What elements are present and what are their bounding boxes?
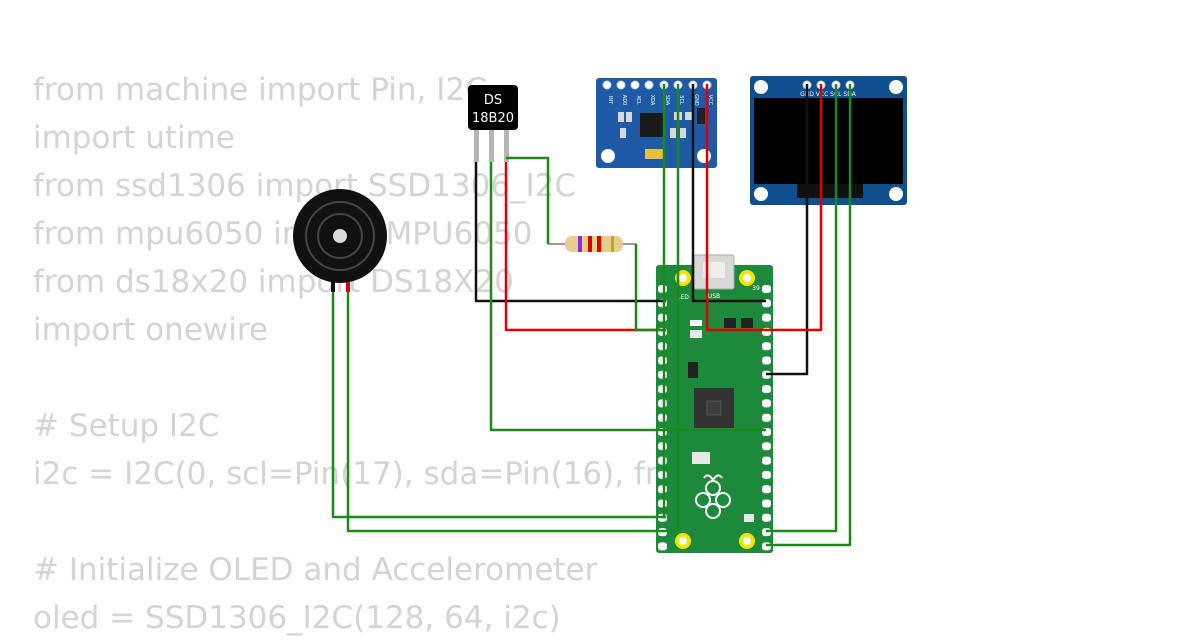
pico-pin-right[interactable] xyxy=(762,313,771,322)
pico-pin-left[interactable] xyxy=(658,499,667,508)
pico-pin-right[interactable] xyxy=(762,356,771,365)
wire-mpu-vcc xyxy=(705,84,766,332)
pico-pin-right[interactable] xyxy=(762,399,771,408)
wire-mpu-scl xyxy=(666,84,680,533)
code-background: from machine import Pin, I2C import utime… xyxy=(33,66,722,642)
mpu-pin-label: GND xyxy=(693,94,699,106)
pico-pin-right[interactable] xyxy=(762,485,771,494)
oled-display[interactable]: GND VCC SCL SDA xyxy=(750,76,907,205)
wire-resistor-to-pico xyxy=(634,244,666,332)
ds18b20-label-1: DS xyxy=(484,93,502,108)
pico-pin-right[interactable] xyxy=(762,513,771,522)
code-line: import utime xyxy=(33,120,235,156)
wires xyxy=(331,84,852,547)
buzzer[interactable] xyxy=(293,189,387,292)
mpu6050-module[interactable]: INT AD0 XCL XDA SDA SCL GND VCC xyxy=(596,78,717,168)
pico-pin-right[interactable] xyxy=(762,285,771,293)
pico-pin-right[interactable] xyxy=(762,413,771,422)
pico-pin-left[interactable] xyxy=(658,542,667,551)
wire-buzzer-1 xyxy=(331,290,666,519)
usb-label: USB xyxy=(708,293,720,300)
pico-pin-left[interactable] xyxy=(658,413,667,422)
wire-ds18b20-to-resistor xyxy=(506,156,550,244)
ds18b20-sensor[interactable]: DS 18B20 xyxy=(468,85,518,162)
pico-pin-right[interactable] xyxy=(762,470,771,479)
pico-pin-right[interactable] xyxy=(762,499,771,508)
oled-pin-labels: GND VCC SCL SDA xyxy=(800,91,857,98)
pico-pin-right[interactable] xyxy=(762,342,771,351)
mpu-pin-label: XDA xyxy=(649,95,655,106)
pico-pin-left[interactable] xyxy=(658,399,667,408)
mpu-pin-label: SCL xyxy=(678,95,684,105)
mpu-pin-label: SDA xyxy=(664,95,670,106)
pico-pin-left[interactable] xyxy=(658,313,667,322)
led-label: LED xyxy=(677,294,689,301)
wire-oled-gnd xyxy=(766,84,809,376)
wire-oled-scl xyxy=(766,84,838,533)
code-line: from ssd1306 import SSD1306_I2C xyxy=(33,168,577,204)
wire-buzzer-2 xyxy=(346,290,666,533)
raspberry-pi-logo-icon xyxy=(695,474,731,519)
code-line: import onewire xyxy=(33,312,268,348)
wire-ds18b20-vcc xyxy=(504,162,666,332)
pico-pin-left[interactable] xyxy=(658,556,667,565)
pico-pin-right[interactable] xyxy=(762,385,771,394)
mpu-pin[interactable] xyxy=(602,80,612,90)
pico-pin-left[interactable] xyxy=(658,456,667,465)
pico-pin-left[interactable] xyxy=(658,385,667,394)
wire-ds18b20-data xyxy=(489,162,766,432)
wire-mpu-gnd xyxy=(691,84,766,303)
pico-pin-left[interactable] xyxy=(658,485,667,494)
pico-pin-right[interactable] xyxy=(762,442,771,451)
code-line: from machine import Pin, I2C xyxy=(33,72,487,108)
ds18b20-label-2: 18B20 xyxy=(472,111,514,126)
wire-ds18b20-gnd xyxy=(474,162,666,303)
pico-pin-left[interactable] xyxy=(658,370,667,379)
resistor[interactable] xyxy=(548,236,636,252)
mpu-pin[interactable] xyxy=(616,80,626,90)
wire-oled-sda xyxy=(766,84,852,547)
pico-pin-left[interactable] xyxy=(658,356,667,365)
pin-39-label: 39 xyxy=(752,285,760,292)
mpu-pin-label: INT xyxy=(607,96,613,105)
mpu-pin-label: VCC xyxy=(707,95,713,106)
pico-pin-left[interactable] xyxy=(658,470,667,479)
wire-mpu-sda xyxy=(662,84,666,519)
pico-pin-left[interactable] xyxy=(658,285,667,293)
pico-pin-right[interactable] xyxy=(762,556,771,565)
mpu-pin-label: AD0 xyxy=(621,95,627,105)
mpu-pin[interactable] xyxy=(644,80,654,90)
mpu-pin[interactable] xyxy=(630,80,640,90)
code-line: # Initialize OLED and Accelerometer xyxy=(33,552,598,588)
pico-pin-left[interactable] xyxy=(658,342,667,351)
pico-pin-right[interactable] xyxy=(762,456,771,465)
oled-screen xyxy=(754,98,903,184)
pico-pin-right[interactable] xyxy=(762,542,771,551)
mpu-pin-label: XCL xyxy=(635,95,641,105)
wire-oled-vcc xyxy=(766,84,823,332)
code-line: # Setup I2C xyxy=(33,408,220,444)
mpu-chip xyxy=(640,113,664,137)
pico-pin-left[interactable] xyxy=(658,442,667,451)
